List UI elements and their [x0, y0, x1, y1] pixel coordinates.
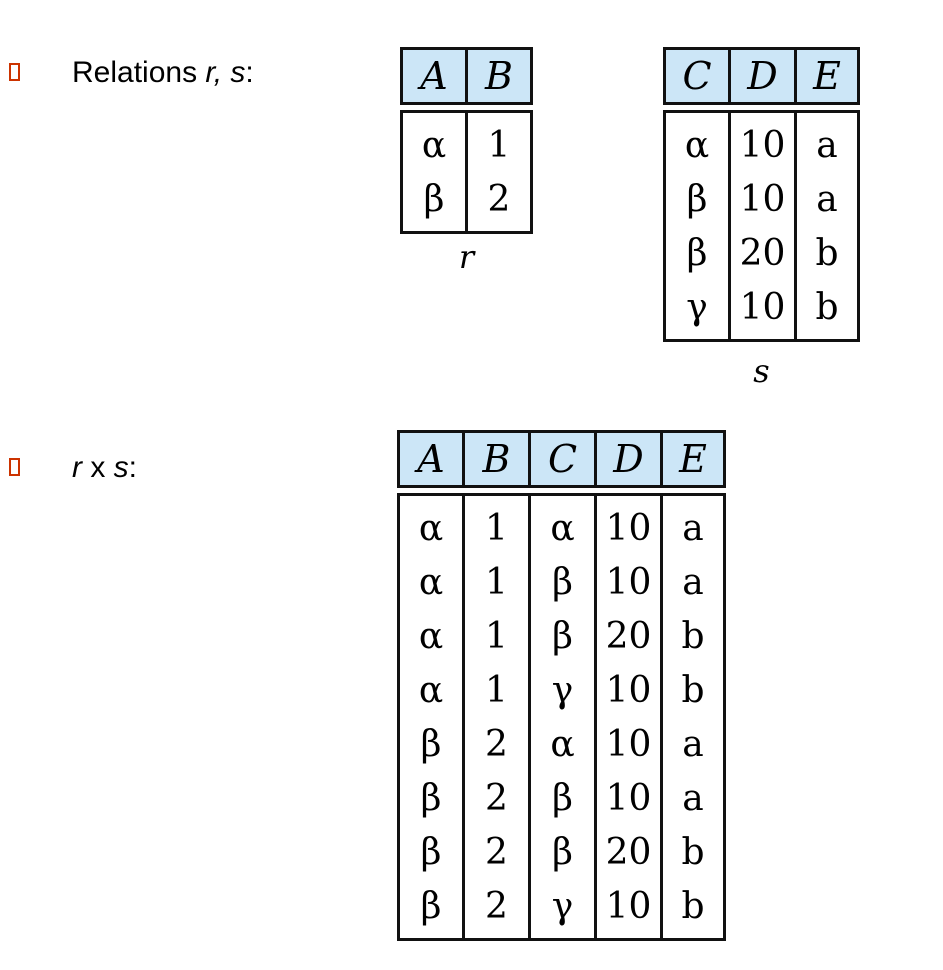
table-cell: β	[420, 832, 442, 873]
table-cell: a	[816, 179, 838, 220]
table-cell: b	[815, 287, 839, 328]
table-cell: α	[421, 125, 447, 166]
table-cell: 2	[485, 778, 508, 819]
column: 1 1 1 1 2 2 2 2	[462, 496, 528, 938]
bullet-text-r: r	[72, 451, 82, 484]
table-cell: α	[418, 508, 444, 549]
table-cell: b	[681, 832, 705, 873]
column-header: A	[420, 54, 448, 98]
table-cell: 10	[605, 562, 652, 603]
table-cell: a	[682, 724, 704, 765]
table-cell: β	[552, 832, 573, 873]
table-cell: 1	[485, 616, 508, 657]
bullet-text-x: x	[82, 451, 114, 484]
table-cell: β	[420, 886, 442, 927]
table-cell: b	[681, 616, 705, 657]
column-header: C	[528, 433, 594, 485]
table-cell: α	[418, 670, 444, 711]
table-cell: b	[681, 670, 705, 711]
table-cell: 10	[605, 670, 652, 711]
table-cell: a	[682, 778, 704, 819]
column: 10 10 20 10 10 10 20 10	[594, 496, 660, 938]
table-cell: γ	[551, 886, 574, 927]
table-cell: β	[420, 724, 442, 765]
column-header: A	[417, 437, 445, 481]
table-cell: 10	[739, 179, 786, 220]
table-cell: 10	[739, 287, 786, 328]
table-cell: 10	[605, 724, 652, 765]
bullet-marker-1	[9, 63, 20, 81]
column-header: D	[728, 50, 794, 102]
bullet-text-product: r x s:	[72, 451, 137, 485]
table-cell: 10	[605, 778, 652, 819]
table-cell: γ	[686, 287, 708, 328]
table-cell: 1	[487, 125, 511, 166]
table-cell: a	[682, 508, 704, 549]
table-cell: 20	[739, 233, 786, 274]
table-cell: β	[552, 616, 573, 657]
table-cell: β	[686, 233, 708, 274]
table-cell: 2	[487, 179, 511, 220]
bullet-marker-2	[9, 458, 20, 476]
table-cell: 2	[485, 832, 508, 873]
relation-r-caption: r	[458, 238, 475, 276]
bullet-text-colon: :	[128, 451, 138, 484]
table-cell: γ	[551, 670, 574, 711]
column-header: B	[465, 50, 530, 102]
table-cell: α	[550, 508, 575, 549]
table-cell: 20	[605, 832, 652, 873]
table-cell: α	[418, 616, 444, 657]
column-header: C	[682, 54, 712, 98]
column-header: D	[594, 433, 660, 485]
table-cell: 1	[485, 562, 508, 603]
table-cell: 2	[485, 724, 508, 765]
table-cell: β	[552, 778, 573, 819]
table-cell: 10	[605, 886, 652, 927]
relation-s-caption: s	[753, 352, 770, 390]
table-cell: a	[816, 125, 838, 166]
table-cell: b	[815, 233, 839, 274]
bullet-text-relations: Relations r, s:	[72, 56, 254, 90]
table-cell: β	[420, 778, 442, 819]
table-cell: β	[423, 179, 445, 220]
table-cell: a	[682, 562, 704, 603]
bullet-text-suffix: :	[245, 56, 254, 89]
table-cell: 20	[605, 616, 652, 657]
table-cell: 10	[605, 508, 652, 549]
bullet-text-italic: r, s	[205, 56, 246, 89]
table-cell: α	[550, 724, 575, 765]
table-cell: α	[684, 125, 710, 166]
column-header: E	[794, 50, 857, 102]
table-cell: 2	[485, 886, 508, 927]
table-cell: α	[418, 562, 444, 603]
table-cell: b	[681, 886, 705, 927]
bullet-text-s: s	[113, 451, 129, 484]
table-cell: β	[552, 562, 573, 603]
table-cell: 1	[485, 670, 508, 711]
table-cell: β	[686, 179, 708, 220]
bullet-text-prefix: Relations	[72, 56, 206, 89]
column: 10 10 20 10	[728, 113, 794, 339]
column-header: E	[660, 433, 723, 485]
table-cell: 10	[739, 125, 786, 166]
table-cell: 1	[485, 508, 508, 549]
column-header: B	[462, 433, 528, 485]
